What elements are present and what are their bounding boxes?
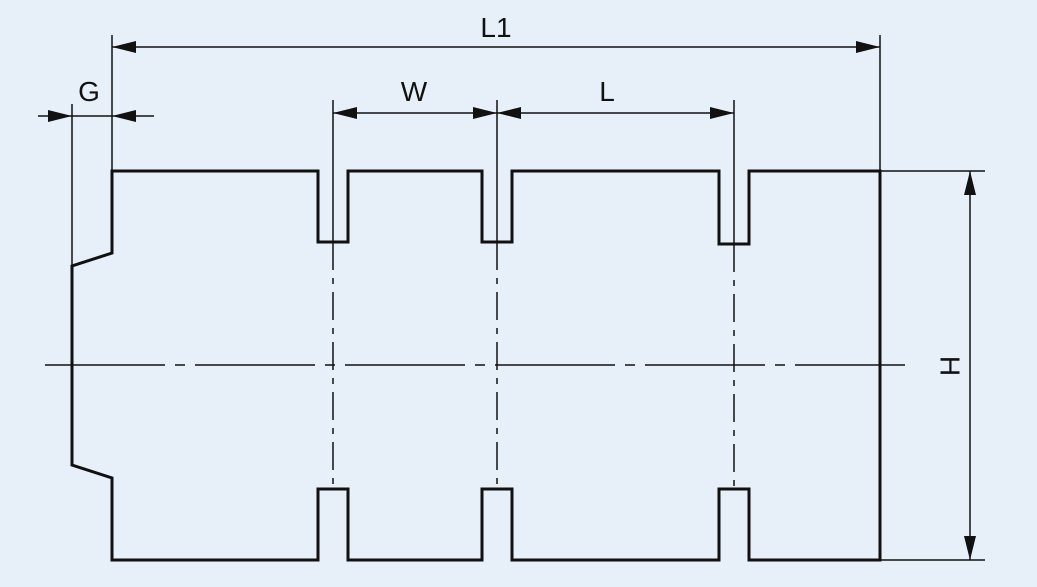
w-label: W [401, 76, 428, 107]
l1-right-arrow [856, 41, 880, 53]
h-top-arrow [964, 171, 976, 195]
g-label: G [78, 76, 100, 107]
l-right-arrow [710, 107, 734, 119]
blank-outline [70, 169, 882, 562]
l1-label: L1 [480, 12, 511, 43]
l-left-arrow [497, 107, 521, 119]
g-left-arrow [48, 110, 72, 122]
l-label: L [599, 76, 615, 107]
h-bottom-arrow [964, 536, 976, 560]
h-label: H [935, 356, 966, 376]
w-left-arrow [333, 107, 357, 119]
w-right-arrow [473, 107, 497, 119]
g-right-arrow [112, 110, 136, 122]
l1-left-arrow [112, 41, 136, 53]
